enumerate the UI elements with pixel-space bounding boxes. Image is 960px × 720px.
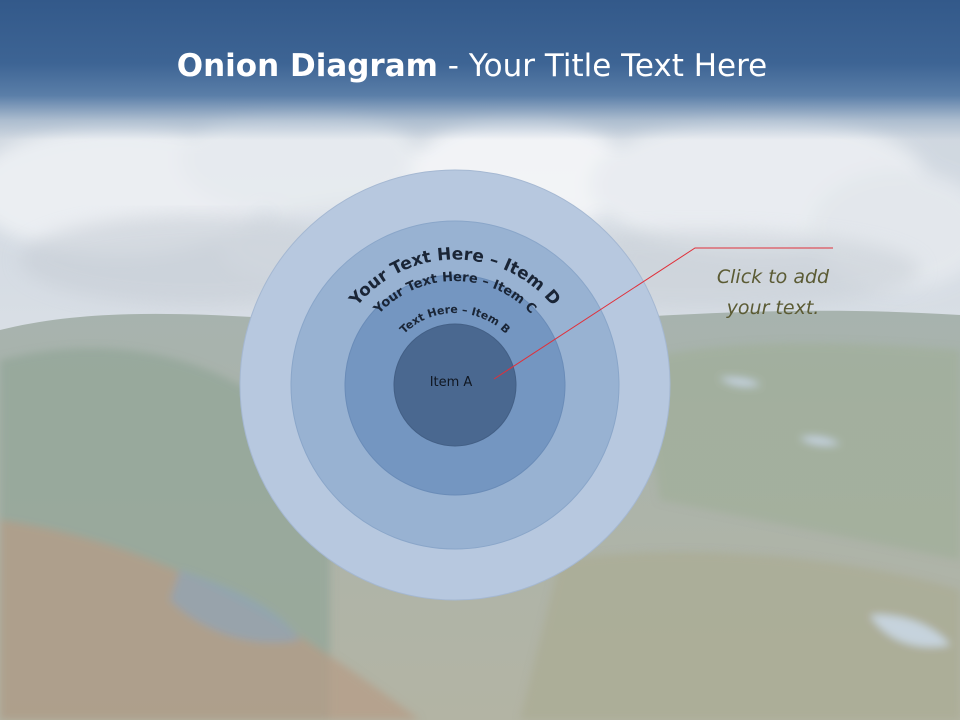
title-band <box>0 0 960 140</box>
ring-a-label: Item A <box>430 375 473 390</box>
callout-line-2: your text. <box>726 297 820 319</box>
title-bold-text: Onion Diagram <box>176 48 438 84</box>
callout-connector-line <box>493 247 833 380</box>
slide-title[interactable]: Onion Diagram - Your Title Text Here <box>0 44 944 88</box>
callout-text[interactable]: Click to add your text. <box>688 262 858 324</box>
callout-line-1: Click to add <box>716 266 830 288</box>
ring-item-a[interactable] <box>393 323 517 447</box>
title-rest-text: - Your Title Text Here <box>437 48 768 84</box>
